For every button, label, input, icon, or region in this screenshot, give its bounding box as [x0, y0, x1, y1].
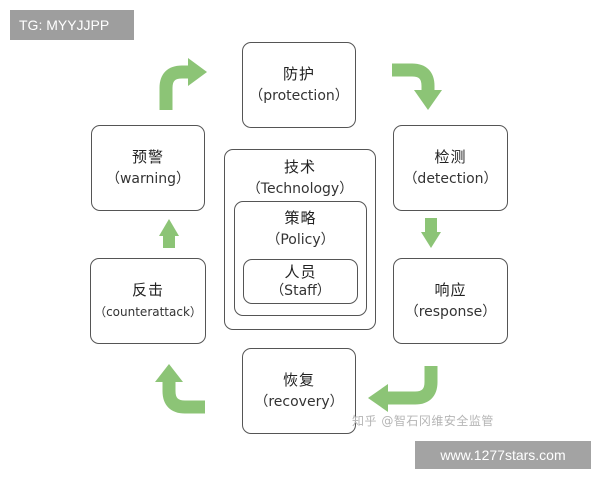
- node-recovery: 恢复 （recovery）: [242, 348, 356, 434]
- node-counterattack-en: （counterattack）: [94, 305, 202, 319]
- arrow-recovery-to-counterattack: [155, 364, 205, 414]
- node-detection: 检测 （detection）: [393, 125, 508, 211]
- node-protection-en: （protection）: [249, 88, 349, 104]
- node-response-zh: 响应: [434, 281, 467, 299]
- arrow-protection-to-detection: [392, 63, 442, 110]
- center-staff-zh: 人员: [284, 262, 317, 281]
- center-technology: 技术 （Technology） 策略 （Policy） 人员 （Staff）: [224, 149, 376, 330]
- watermark-site: www.1277stars.com: [415, 441, 591, 469]
- node-protection-zh: 防护: [282, 65, 315, 83]
- node-recovery-en: （recovery）: [254, 394, 344, 410]
- node-warning-en: （warning）: [105, 171, 191, 187]
- node-response: 响应 （response）: [393, 258, 508, 344]
- arrow-counterattack-to-warning: [159, 219, 179, 248]
- center-staff-en: （Staff）: [270, 282, 331, 299]
- watermark-tg: TG: MYYJJPP: [10, 10, 134, 40]
- center-staff: 人员 （Staff）: [243, 259, 358, 304]
- node-protection: 防护 （protection）: [242, 42, 356, 128]
- center-technology-zh: 技术: [283, 158, 316, 176]
- node-warning: 预警 （warning）: [91, 125, 205, 211]
- watermark-zhihu: 知乎 @智石冈维安全监管: [352, 414, 494, 428]
- center-policy-zh: 策略: [284, 209, 317, 227]
- node-counterattack-zh: 反击: [131, 281, 164, 299]
- node-warning-zh: 预警: [131, 148, 164, 166]
- node-detection-zh: 检测: [434, 148, 467, 166]
- center-technology-en: （Technology）: [246, 181, 354, 197]
- arrow-response-to-recovery: [368, 366, 438, 412]
- node-recovery-zh: 恢复: [282, 371, 315, 389]
- node-response-en: （response）: [404, 304, 497, 320]
- arrow-detection-to-response: [421, 218, 441, 248]
- center-policy: 策略 （Policy） 人员 （Staff）: [234, 201, 367, 316]
- center-policy-en: （Policy）: [266, 232, 335, 248]
- node-counterattack: 反击 （counterattack）: [90, 258, 206, 344]
- node-detection-en: （detection）: [403, 171, 498, 187]
- arrow-warning-to-protection: [159, 58, 207, 110]
